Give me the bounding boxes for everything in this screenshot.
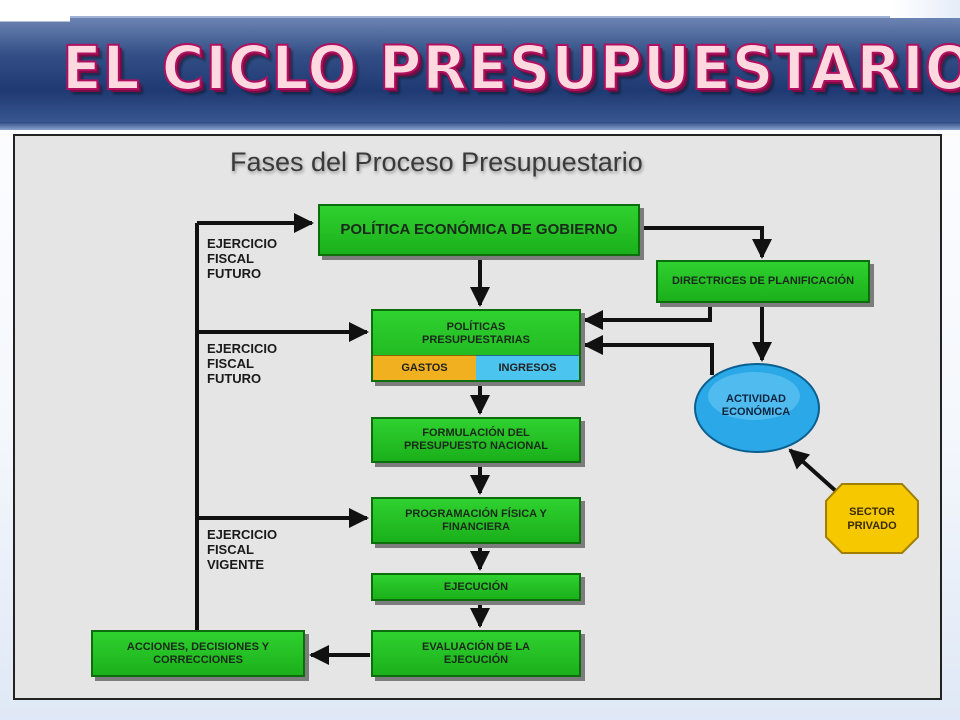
- actividad-economica-label: ACTIVIDAD ECONÓMICA: [721, 393, 791, 418]
- ingresos-segment: INGRESOS: [476, 355, 579, 380]
- header-band: [0, 16, 960, 125]
- arrow-actividad-to-politicas: [583, 335, 714, 375]
- node-formulacion: FORMULACIÓN DEL PRESUPUESTO NACIONAL: [371, 417, 581, 463]
- node-ejecucion-label: EJECUCIÓN: [443, 581, 509, 593]
- node-directrices: DIRECTRICES DE PLANIFICACIÓN: [656, 260, 870, 303]
- node-politica-economica-label: POLÍTICA ECONÓMICA DE GOBIERNO: [340, 221, 618, 238]
- side-label-ejercicio-vigente: EJERCICIO FISCAL VIGENTE: [207, 527, 278, 572]
- node-programacion-label: PROGRAMACIÓN FÍSICA Y FINANCIERA: [405, 507, 547, 533]
- node-evaluacion: EVALUACIÓN DE LA EJECUCIÓN: [371, 630, 581, 677]
- node-politica-economica: POLÍTICA ECONÓMICA DE GOBIERNO: [318, 204, 640, 256]
- arrow-sector-to-actividad: [788, 448, 840, 495]
- node-formulacion-label: FORMULACIÓN DEL PRESUPUESTO NACIONAL: [403, 427, 549, 452]
- node-politicas-presupuestarias: POLÍTICAS PRESUPUESTARIAS GASTOS INGRESO…: [371, 309, 581, 382]
- node-acciones: ACCIONES, DECISIONES Y CORRECCIONES: [91, 630, 305, 677]
- diagram-heading: Fases del Proceso Presupuestario: [230, 147, 643, 177]
- arrow-directrices-to-politicas: [583, 303, 712, 330]
- node-ejecucion: EJECUCIÓN: [371, 573, 581, 601]
- node-directrices-label: DIRECTRICES DE PLANIFICACIÓN: [671, 275, 855, 287]
- header-right-deco: [890, 0, 960, 18]
- side-label-ejercicio-futuro-middle: EJERCICIO FISCAL FUTURO: [207, 341, 278, 386]
- side-label-ejercicio-futuro-top: EJERCICIO FISCAL FUTURO: [207, 236, 278, 281]
- slide-title: EL CICLO PRESUPUESTARIO: [61, 31, 960, 104]
- node-acciones-label: ACCIONES, DECISIONES Y CORRECCIONES: [126, 640, 270, 666]
- node-programacion: PROGRAMACIÓN FÍSICA Y FINANCIERA: [371, 497, 581, 544]
- node-politicas-presupuestarias-label: POLÍTICAS PRESUPUESTARIAS: [422, 321, 530, 346]
- sector-privado-shape: [825, 483, 919, 554]
- sector-privado-label: SECTOR PRIVADO: [847, 506, 897, 532]
- arrow-politica-to-directrices: [640, 226, 772, 259]
- header-corner-deco: [0, 0, 70, 120]
- node-evaluacion-label: EVALUACIÓN DE LA EJECUCIÓN: [422, 640, 530, 666]
- gastos-segment: GASTOS: [373, 355, 476, 380]
- header-stripe: [0, 122, 960, 130]
